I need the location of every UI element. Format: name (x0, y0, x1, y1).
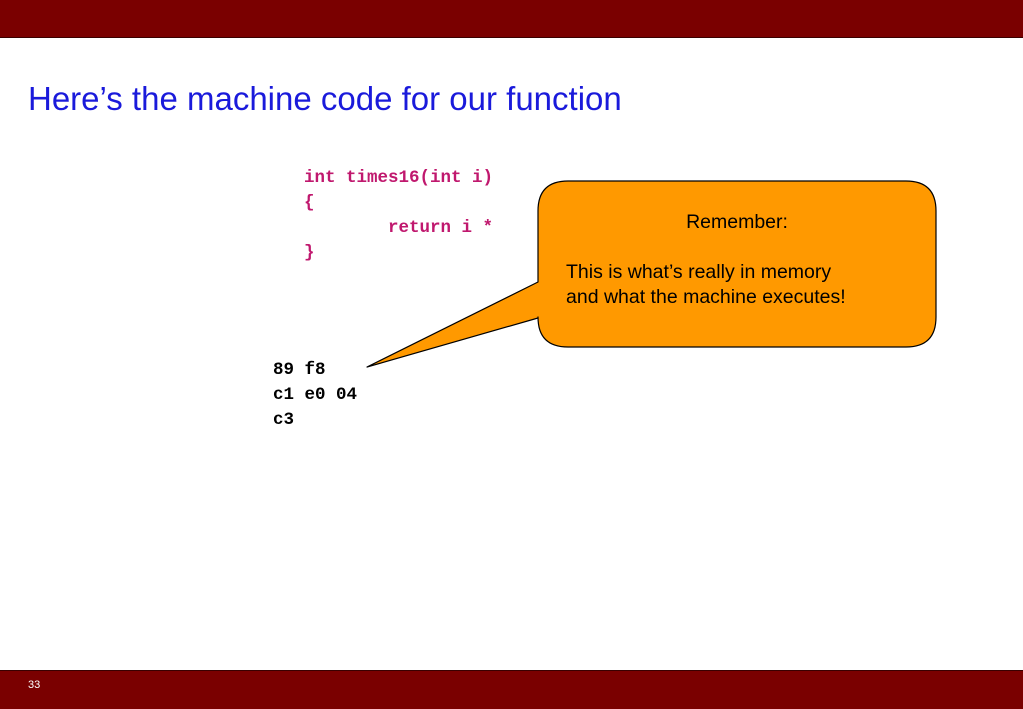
callout-body: This is what’s really in memory and what… (538, 260, 936, 310)
callout-bubble (366, 180, 937, 368)
machine-code-line: c1 e0 04 (273, 385, 358, 405)
callout-heading: Remember: (686, 211, 788, 233)
bottom-bar: 33 (0, 670, 1023, 709)
slide-title: Here’s the machine code for our function (28, 80, 622, 117)
code-line: { (304, 193, 315, 213)
c-source-code: int times16(int i) { return i * } (304, 166, 493, 266)
slide-number: 33 (28, 679, 41, 691)
machine-code-line: 89 f8 (273, 360, 326, 380)
callout-body-line: and what the machine executes! (566, 286, 846, 308)
code-line: int times16(int i) (304, 168, 494, 188)
top-bar (0, 0, 1023, 38)
code-line: return i * (304, 218, 494, 238)
callout-text: Remember: This is what’s really in memor… (538, 210, 936, 310)
machine-code-line: c3 (273, 410, 295, 430)
code-line: } (304, 243, 315, 263)
machine-code-bytes: 89 f8 c1 e0 04 c3 (273, 358, 357, 433)
callout-body-line: This is what’s really in memory (566, 261, 832, 283)
